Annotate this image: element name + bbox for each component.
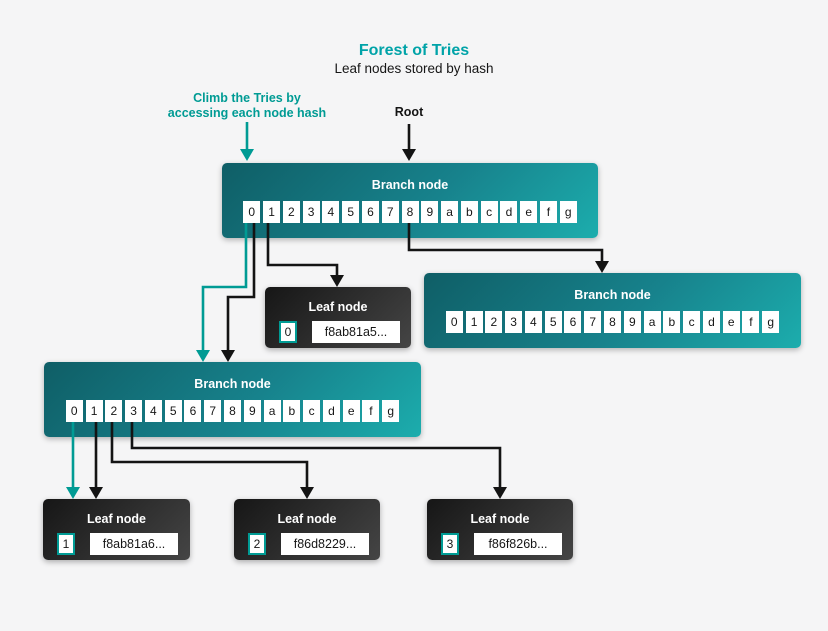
branch-cell: a <box>441 201 459 223</box>
root-annotation: Root <box>394 105 424 119</box>
leaf-node-1-index: 1 <box>57 533 75 555</box>
branch-cell: a <box>643 311 661 333</box>
branch-cell: 3 <box>505 311 523 333</box>
branch-cell: 2 <box>105 400 123 422</box>
branch-node-root-title: Branch node <box>371 178 449 192</box>
branch-node-left-title: Branch node <box>194 377 271 391</box>
leaf-node-1-row: 1 f8ab81a6... <box>43 533 190 555</box>
leaf-node-2-index: 2 <box>248 533 266 555</box>
branch-cell: 4 <box>144 400 162 422</box>
edge-branch3-2-leaf2-arrow-icon <box>300 487 314 499</box>
branch-cell: 2 <box>282 201 300 223</box>
branch-cell: 7 <box>381 201 399 223</box>
branch-cell: d <box>500 201 518 223</box>
root-arrow-down-icon <box>402 149 416 161</box>
leaf-node-3-index: 3 <box>441 533 459 555</box>
branch-cell: 9 <box>421 201 439 223</box>
leaf-node-3: Leaf node 3 f86f826b... <box>427 499 573 560</box>
branch-cell: 8 <box>401 201 419 223</box>
branch-cell: g <box>382 400 400 422</box>
branch-cell: 4 <box>524 311 542 333</box>
branch-cell: 9 <box>623 311 641 333</box>
branch-cell: d <box>322 400 340 422</box>
branch-cell: 1 <box>85 400 103 422</box>
edge-branch1-1-leaf0-arrow-icon <box>330 275 344 287</box>
branch-cell: f <box>362 400 380 422</box>
leaf-node-1: Leaf node 1 f8ab81a6... <box>43 499 190 560</box>
branch-cell: 6 <box>564 311 582 333</box>
branch-cell: 1 <box>263 201 281 223</box>
branch-cell: d <box>702 311 720 333</box>
title-block: Forest of Tries Leaf nodes stored by has… <box>0 42 828 77</box>
branch-cell: g <box>559 201 577 223</box>
branch-cell: g <box>762 311 780 333</box>
branch-cell: c <box>480 201 498 223</box>
climb-arrow-down-icon <box>240 149 254 161</box>
climb-annotation-line2: accessing each node hash <box>167 105 327 120</box>
branch-cell: 6 <box>361 201 379 223</box>
branch-cell: 8 <box>224 400 241 422</box>
edge-branch3-3-leaf3-arrow-icon <box>493 487 507 499</box>
leaf-node-0-title: Leaf node <box>308 300 368 314</box>
branch-cell: 6 <box>184 400 202 422</box>
branch-cell: f <box>742 311 760 333</box>
leaf-node-2-title: Leaf node <box>277 512 337 526</box>
branch-cell: 0 <box>65 400 83 422</box>
leaf-node-1-hash: f8ab81a6... <box>90 533 178 555</box>
leaf-node-2-hash: f86d8229... <box>281 533 369 555</box>
leaf-node-2-row: 2 f86d8229... <box>234 533 380 555</box>
branch-cell: 9 <box>243 400 261 422</box>
branch-cell: 7 <box>204 400 222 422</box>
branch-cell: b <box>283 400 301 422</box>
branch-cell: 5 <box>342 201 360 223</box>
leaf-node-3-title: Leaf node <box>470 512 530 526</box>
edge-branch1-0-branch3-teal <box>201 223 248 350</box>
leaf-node-3-hash: f86f826b... <box>474 533 562 555</box>
branch-cell: b <box>663 311 681 333</box>
leaf-node-0-index: 0 <box>279 321 297 343</box>
leaf-node-0-hash: f8ab81a5... <box>312 321 400 343</box>
branch-cell: 7 <box>584 311 602 333</box>
page-subtitle: Leaf nodes stored by hash <box>334 61 494 76</box>
edge-branch3-1-leaf1-arrow-icon <box>89 487 103 499</box>
page-title: Forest of Tries <box>358 42 470 59</box>
climb-annotation: Climb the Tries by accessing each node h… <box>132 91 362 120</box>
branch-cell: c <box>303 400 321 422</box>
branch-cell: c <box>683 311 701 333</box>
edge-branch1-0-branch3 <box>226 223 256 350</box>
branch-cell: a <box>263 400 281 422</box>
leaf-node-0: Leaf node 0 f8ab81a5... <box>265 287 411 348</box>
branch-cell: 3 <box>125 400 143 422</box>
edge-branch1-0-branch3-teal-arrow-icon <box>196 350 210 362</box>
branch-cell: e <box>520 201 538 223</box>
branch-cell: b <box>460 201 478 223</box>
branch-cell: 0 <box>243 201 261 223</box>
leaf-node-1-title: Leaf node <box>86 512 147 526</box>
edge-branch1-8-branch2-arrow-icon <box>595 261 609 273</box>
branch-cell: 3 <box>302 201 320 223</box>
branch-cell: 2 <box>485 311 503 333</box>
leaf-node-0-row: 0 f8ab81a5... <box>265 321 411 343</box>
edge-branch1-0-branch3-arrow-icon <box>221 350 235 362</box>
climb-annotation-line1: Climb the Tries by <box>193 91 301 105</box>
branch-cell: e <box>342 400 360 422</box>
leaf-node-3-row: 3 f86f826b... <box>427 533 573 555</box>
edge-branch3-0-leaf1-teal-arrow-icon <box>66 487 80 499</box>
branch-node-right-title: Branch node <box>574 288 651 302</box>
branch-cell: f <box>539 201 557 223</box>
branch-cell: 5 <box>164 400 182 422</box>
branch-cell: 1 <box>465 311 483 333</box>
branch-cell: 8 <box>604 311 621 333</box>
branch-cell: 0 <box>445 311 463 333</box>
branch-cell: e <box>722 311 740 333</box>
leaf-node-2: Leaf node 2 f86d8229... <box>234 499 380 560</box>
branch-cell: 5 <box>544 311 562 333</box>
branch-cell: 4 <box>322 201 340 223</box>
